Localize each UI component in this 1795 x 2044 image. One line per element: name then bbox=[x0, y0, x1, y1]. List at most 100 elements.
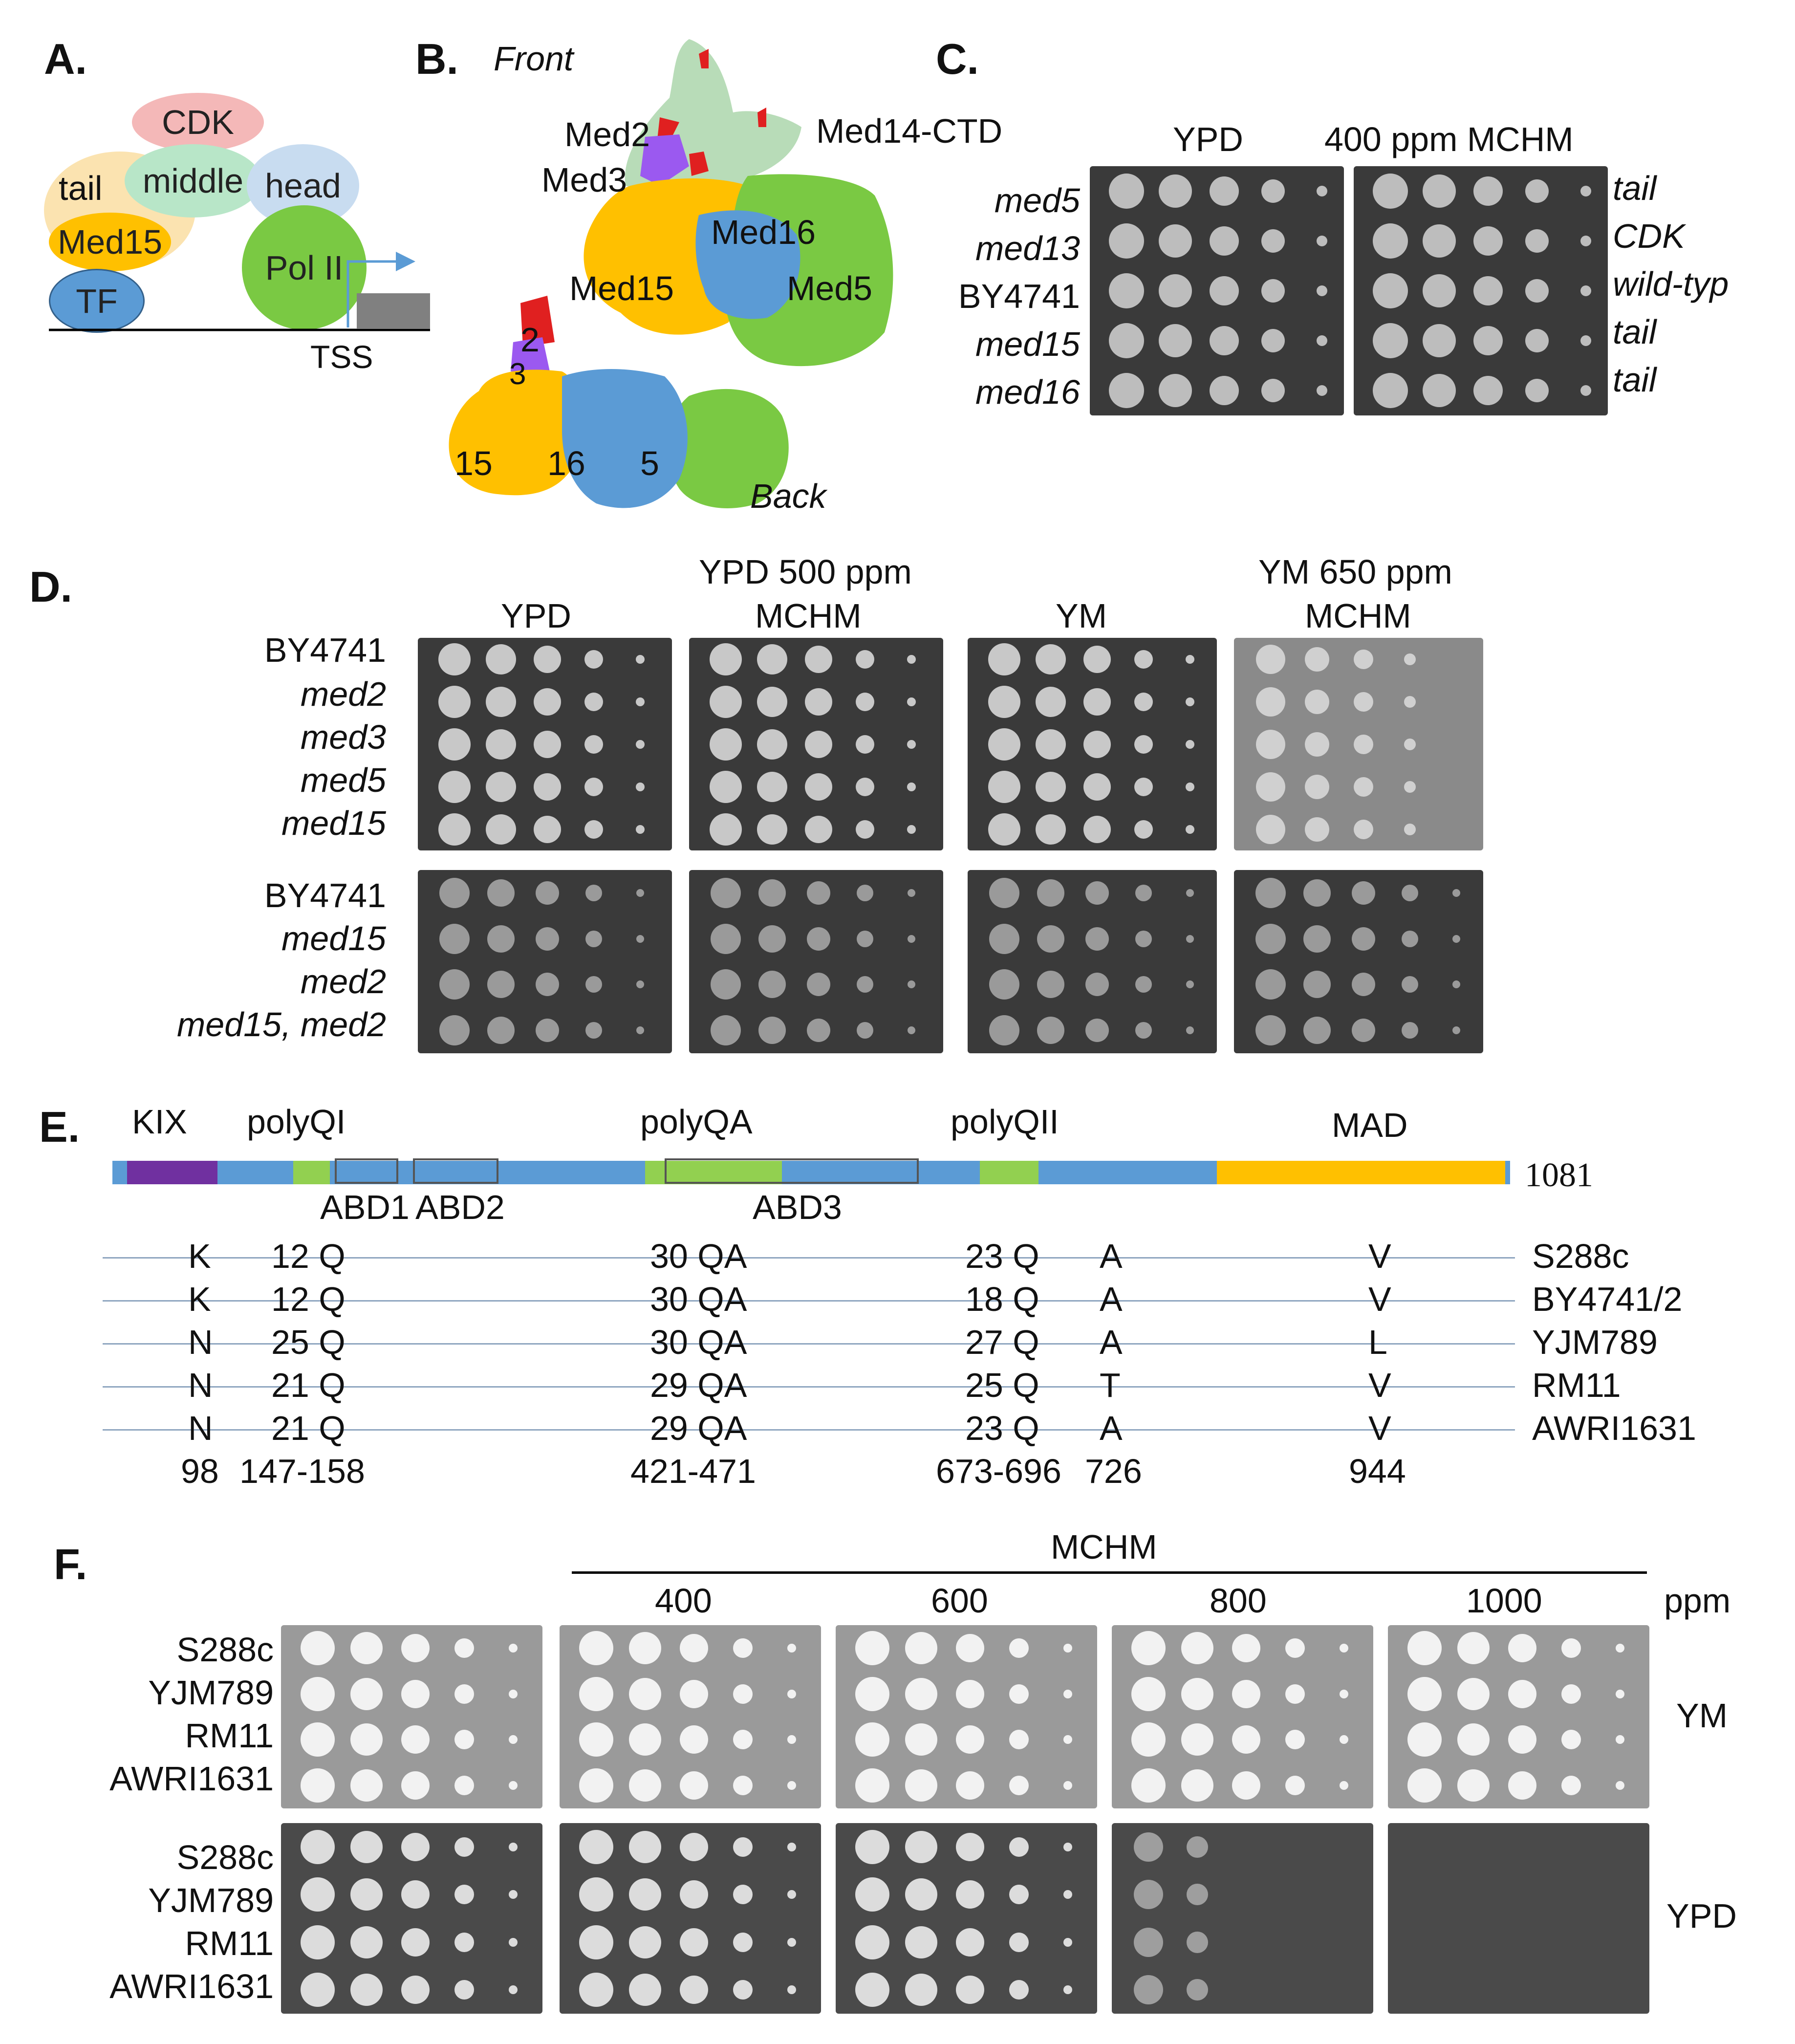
back-label: Back bbox=[750, 477, 826, 515]
colony-spot bbox=[1159, 324, 1192, 357]
colony-spot bbox=[401, 1771, 430, 1800]
protein-length: 1081 bbox=[1525, 1156, 1593, 1194]
colony-spot bbox=[1083, 730, 1111, 758]
colony-spot bbox=[989, 1015, 1019, 1046]
colony-spot bbox=[1083, 688, 1111, 716]
conc-400: 400 bbox=[655, 1582, 712, 1620]
colony-spot bbox=[710, 770, 742, 803]
colony-spot bbox=[629, 1878, 661, 1911]
colony-spot bbox=[989, 877, 1019, 908]
colony-spot bbox=[1181, 1631, 1213, 1664]
plate-d-ym-bottom bbox=[968, 870, 1217, 1053]
polyqi-count: 12 Q bbox=[271, 1237, 346, 1275]
residue-944: L bbox=[1368, 1323, 1387, 1361]
colony-spot bbox=[787, 1890, 796, 1899]
colony-spot bbox=[1525, 279, 1549, 303]
plate-c-mchm bbox=[1354, 166, 1608, 415]
colony-spot bbox=[1404, 781, 1416, 793]
colony-spot bbox=[1508, 1725, 1536, 1754]
colony-spot bbox=[805, 730, 832, 758]
colony-spot bbox=[1131, 1722, 1166, 1757]
plate-f-ypd-400 bbox=[560, 1823, 821, 2014]
colony-spot bbox=[438, 813, 471, 846]
colony-spot bbox=[1255, 1015, 1286, 1046]
colony-spot bbox=[856, 820, 874, 839]
plate-d-ypd500-bottom bbox=[689, 870, 943, 1053]
colony-spot bbox=[1457, 1723, 1490, 1756]
colony-spot bbox=[1256, 687, 1285, 717]
abd3-label: ABD3 bbox=[753, 1188, 842, 1226]
plate-f-ypd-control bbox=[281, 1823, 542, 2014]
colony-spot bbox=[1525, 229, 1549, 253]
colony-spot bbox=[1452, 935, 1460, 943]
colony-spot bbox=[757, 686, 787, 717]
colony-spot bbox=[1452, 1026, 1460, 1035]
back-med16-label: 16 bbox=[547, 444, 585, 482]
colony-spot bbox=[301, 1973, 335, 2007]
colony-spot bbox=[486, 729, 516, 760]
colony-spot bbox=[1303, 879, 1331, 907]
panel-d-ypd500-mchm: MCHM bbox=[755, 597, 862, 635]
colony-spot bbox=[807, 1019, 830, 1043]
strain-label: med5 bbox=[300, 761, 386, 799]
colony-spot bbox=[579, 1631, 613, 1665]
residue-944: V bbox=[1368, 1409, 1391, 1447]
mchm-header: MCHM bbox=[1051, 1528, 1157, 1566]
colony-spot bbox=[401, 1725, 430, 1754]
colony-spot bbox=[757, 814, 787, 845]
module-label: tail bbox=[1613, 313, 1657, 351]
colony-spot bbox=[710, 643, 742, 675]
strain-label: med16 bbox=[975, 373, 1080, 411]
colony-spot bbox=[1407, 1722, 1442, 1757]
colony-spot bbox=[1109, 174, 1144, 209]
panel-d-ypd500: YPD 500 ppm bbox=[699, 553, 912, 591]
colony-spot bbox=[908, 1026, 915, 1035]
colony-spot bbox=[1232, 1679, 1260, 1708]
colony-spot bbox=[1261, 179, 1285, 203]
colony-spot bbox=[1580, 186, 1591, 196]
colony-spot bbox=[1317, 236, 1327, 246]
polyqa-count: 29 QA bbox=[650, 1366, 747, 1404]
ypd-medium-label: YPD bbox=[1666, 1897, 1737, 1935]
colony-spot bbox=[1452, 889, 1460, 897]
colony-spot bbox=[1423, 324, 1456, 357]
colony-spot bbox=[1256, 772, 1285, 802]
colony-spot bbox=[680, 1771, 708, 1800]
tf: TF bbox=[49, 269, 145, 333]
colony-spot bbox=[805, 688, 832, 716]
colony-spot bbox=[807, 927, 830, 951]
colony-spot bbox=[1525, 179, 1549, 203]
colony-spot bbox=[536, 881, 559, 905]
tss-label: TSS bbox=[310, 339, 373, 375]
colony-spot bbox=[1285, 1776, 1305, 1796]
head-module: head bbox=[247, 144, 359, 227]
strain-label: med2 bbox=[300, 675, 386, 713]
colony-spot bbox=[1109, 323, 1144, 358]
colony-spot bbox=[629, 1677, 661, 1710]
colony-spot bbox=[585, 930, 602, 947]
strain-label: RM11 bbox=[185, 1717, 274, 1755]
colony-spot bbox=[907, 825, 916, 834]
colony-spot bbox=[579, 1768, 613, 1803]
colony-spot bbox=[1352, 881, 1375, 905]
strain-label: med3 bbox=[300, 718, 386, 756]
plate-d-ym650-bottom bbox=[1234, 870, 1483, 1053]
polyqii-count: 18 Q bbox=[965, 1280, 1039, 1318]
position-726: 726 bbox=[1085, 1452, 1142, 1490]
colony-spot bbox=[534, 688, 561, 716]
colony-spot bbox=[534, 730, 561, 758]
colony-spot bbox=[988, 728, 1020, 761]
colony-spot bbox=[1009, 1837, 1029, 1857]
colony-spot bbox=[401, 1976, 430, 2004]
strain-label: S288c bbox=[176, 1838, 274, 1876]
colony-spot bbox=[1457, 1677, 1490, 1710]
colony-spot bbox=[1232, 1725, 1260, 1754]
colony-spot bbox=[1063, 1781, 1072, 1790]
colony-spot bbox=[1159, 224, 1192, 258]
colony-spot bbox=[1083, 645, 1111, 673]
colony-spot bbox=[733, 1776, 753, 1796]
colony-spot bbox=[301, 1877, 335, 1912]
colony-spot bbox=[1373, 174, 1408, 209]
colony-spot bbox=[350, 1974, 383, 2006]
colony-spot bbox=[857, 976, 873, 993]
